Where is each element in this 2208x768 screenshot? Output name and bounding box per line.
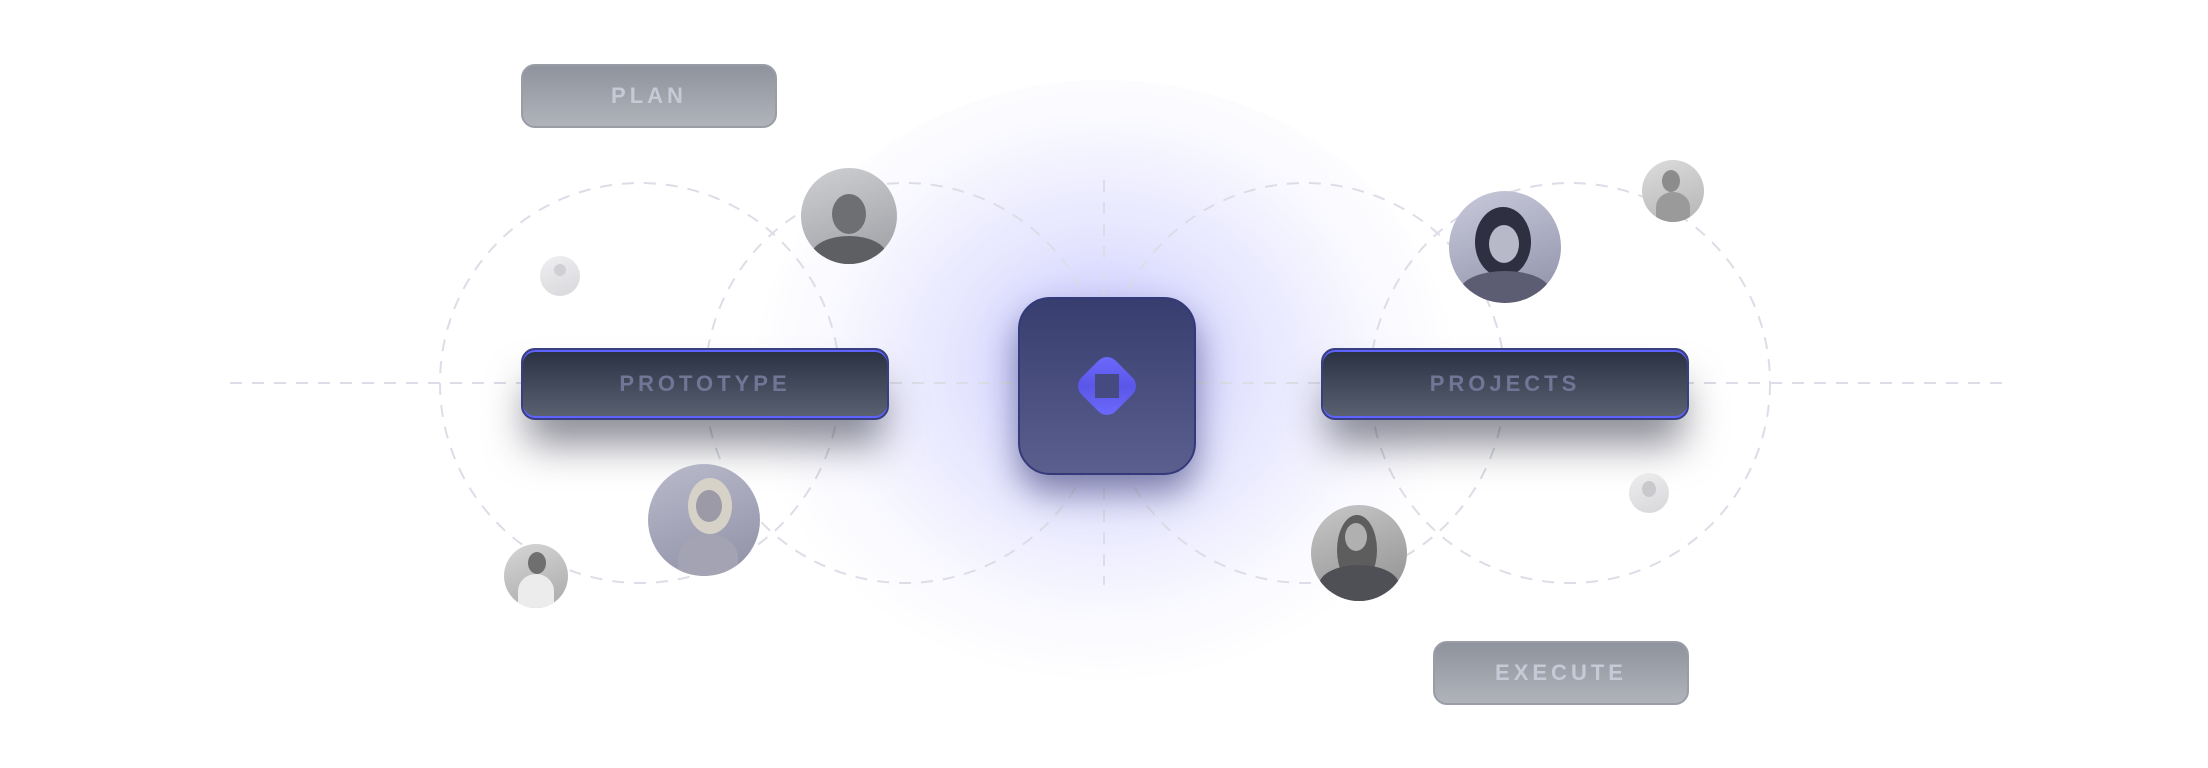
execute-label: EXECUTE <box>1495 660 1627 685</box>
avatar-man-beard[interactable] <box>801 168 897 264</box>
avatar-person-top-right[interactable] <box>1642 160 1704 222</box>
avatar-tiny-right[interactable] <box>1629 473 1669 513</box>
avatar-man-white-shirt[interactable] <box>504 544 568 608</box>
plan-node[interactable]: PLAN <box>521 64 777 128</box>
prototype-node[interactable]: PROTOTYPE <box>521 348 889 420</box>
center-logo-tile[interactable] <box>1018 297 1196 475</box>
projects-node[interactable]: PROJECTS <box>1321 348 1689 420</box>
prototype-label: PROTOTYPE <box>619 371 791 396</box>
execute-node[interactable]: EXECUTE <box>1433 641 1689 705</box>
avatar-woman-dark-hair[interactable] <box>1449 191 1561 303</box>
projects-label: PROJECTS <box>1429 371 1581 396</box>
plan-label: PLAN <box>611 83 687 108</box>
orbit-circle-4 <box>1369 182 1771 584</box>
diamond-square-logo-icon <box>1078 357 1136 415</box>
avatar-person-long-hair[interactable] <box>1311 505 1407 601</box>
avatar-tiny-left[interactable] <box>540 256 580 296</box>
avatar-woman-blonde[interactable] <box>648 464 760 576</box>
